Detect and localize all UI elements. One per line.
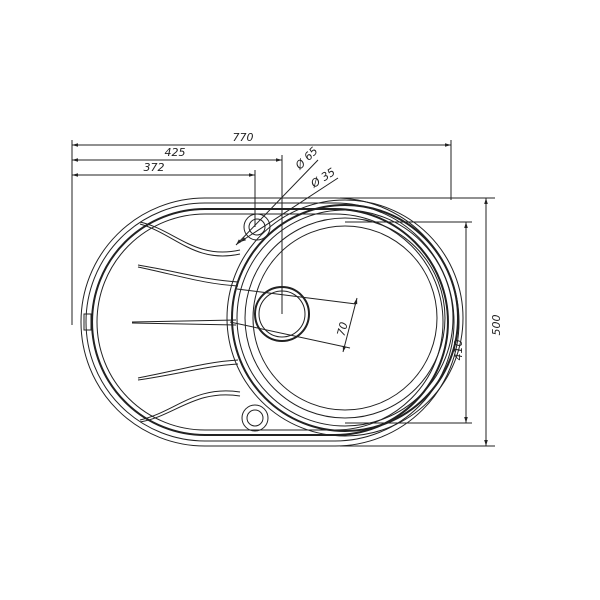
- dim-tap-hole-inner: Ø 35: [308, 165, 338, 191]
- horizontal-dimensions: [71, 140, 452, 325]
- dim-tap-hole-offset: 425: [165, 146, 186, 159]
- tap-hole-diameter-leaders: [235, 159, 339, 246]
- bowl: [226, 199, 464, 437]
- overflow-hole: [241, 404, 269, 432]
- dim-overflow-offset: 372: [144, 161, 165, 174]
- drainboard-grooves: [131, 221, 241, 423]
- overflow-slot: [83, 313, 92, 331]
- dim-overall-width: 770: [233, 131, 254, 144]
- vertical-dimensions: [340, 197, 495, 447]
- dim-drain: 70: [335, 321, 351, 338]
- sink-body-outline: [80, 197, 460, 447]
- drain-dimension: [229, 288, 358, 353]
- dim-overall-height: 500: [490, 315, 503, 336]
- dim-tap-hole-outer: Ø 65: [292, 144, 320, 172]
- dim-bowl-height: 410: [452, 340, 465, 361]
